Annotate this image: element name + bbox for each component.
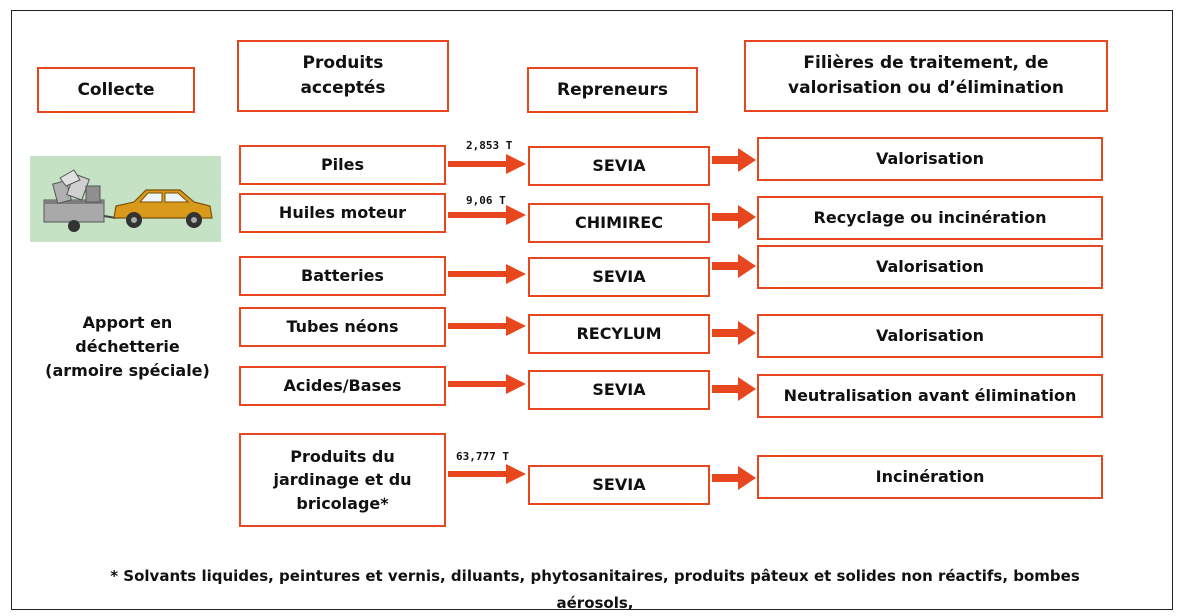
arrow-repreneur-to-filiere [712,466,756,490]
product-label: Batteries [301,266,384,286]
quantity-label: 9,06 T [466,194,506,207]
header-filieres-label: Filières de traitement, de valorisation … [788,53,1064,98]
repreneur-box: SEVIA [528,370,710,410]
arrow-product-to-repreneur [448,464,526,484]
repreneur-label: SEVIA [592,156,646,176]
product-box-piles: Piles [239,145,446,185]
arrow-product-to-repreneur [448,316,526,336]
header-collecte-label: Collecte [77,79,155,100]
product-label: Acides/Bases [283,376,402,396]
filiere-box: Valorisation [757,314,1103,358]
product-box-batteries: Batteries [239,256,446,296]
repreneur-label: SEVIA [592,380,646,400]
filiere-label: Valorisation [876,326,984,346]
repreneur-box: SEVIA [528,146,710,186]
repreneur-box: CHIMIREC [528,203,710,243]
repreneur-box: SEVIA [528,465,710,505]
footnote-text: * Solvants liquides, peintures et vernis… [110,567,1080,612]
header-filieres: Filières de traitement, de valorisation … [744,40,1108,112]
filiere-box: Neutralisation avant élimination [757,374,1103,418]
filiere-box: Valorisation [757,245,1103,289]
product-label: Huiles moteur [278,203,407,223]
product-box-tubes: Tubes néons [239,307,446,347]
arrow-repreneur-to-filiere [712,254,756,278]
header-produits-label: Produits acceptés [300,53,386,98]
filiere-label: Valorisation [876,149,984,169]
repreneur-label: CHIMIREC [575,213,663,233]
arrow-repreneur-to-filiere [712,148,756,172]
arrow-product-to-repreneur [448,374,526,394]
product-box-huiles: Huiles moteur [239,193,446,233]
product-label: Piles [320,155,365,175]
repreneur-label: SEVIA [592,475,646,495]
repreneur-box: SEVIA [528,257,710,297]
arrow-repreneur-to-filiere [712,205,756,229]
product-label: Produits du jardinage et du bricolage* [273,447,412,513]
header-repreneurs: Repreneurs [527,67,698,113]
filiere-box: Recyclage ou incinération [757,196,1103,240]
filiere-label: Incinération [875,467,985,487]
quantity-label: 2,853 T [466,139,513,152]
filiere-label: Valorisation [876,257,984,277]
arrow-repreneur-to-filiere [712,377,756,401]
arrow-repreneur-to-filiere [712,321,756,345]
product-box-jardinage: Produits du jardinage et du bricolage* [239,433,446,527]
header-repreneurs-label: Repreneurs [557,79,668,100]
footnote: * Solvants liquides, peintures et vernis… [40,537,1150,616]
filiere-label: Neutralisation avant élimination [783,386,1077,406]
product-box-acides: Acides/Bases [239,366,446,406]
repreneur-label: RECYLUM [576,324,662,344]
car-with-trailer-icon [30,156,221,242]
header-produits: Produits acceptés [237,40,449,112]
arrow-product-to-repreneur [448,154,526,174]
arrow-product-to-repreneur [448,264,526,284]
filiere-label: Recyclage ou incinération [813,208,1047,228]
filiere-box: Incinération [757,455,1103,499]
quantity-label: 63,777 T [456,450,509,463]
repreneur-box: RECYLUM [528,314,710,354]
repreneur-label: SEVIA [592,267,646,287]
arrow-product-to-repreneur [448,205,526,225]
collection-caption-text: Apport en déchetterie (armoire spéciale) [45,313,210,380]
product-label: Tubes néons [286,317,399,337]
header-collecte: Collecte [37,67,195,113]
collection-caption: Apport en déchetterie (armoire spéciale) [30,287,225,383]
filiere-box: Valorisation [757,137,1103,181]
